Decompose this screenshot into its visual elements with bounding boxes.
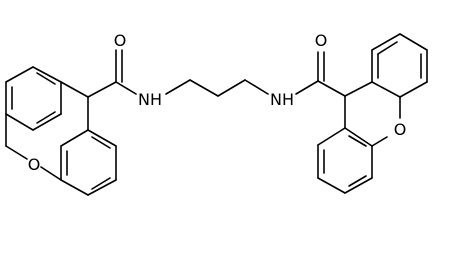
right-lower-benzene-ring (317, 127, 373, 194)
right-amide (295, 51, 346, 97)
amide-oxygen-left-label: O (114, 31, 127, 50)
left-c9-to-carbonyl-bond (87, 81, 117, 98)
ether-oxygen-right-label: O (394, 120, 407, 139)
right-xanthene (317, 33, 428, 194)
ether-oxygen-left-label: O (28, 155, 41, 174)
left-pyran-ring (5, 81, 89, 181)
right-pyran-ring (344, 81, 401, 147)
right-upper-benzene-ring (371, 33, 428, 98)
left-lower-benzene-ring (60, 129, 117, 196)
nh-right-label: NH (270, 90, 294, 109)
propyl-linker (165, 79, 269, 97)
amide-oxygen-right-label: O (315, 31, 328, 50)
left-amide (115, 49, 137, 95)
left-upper-benzene-ring (5, 66, 62, 131)
nh-left-label: NH (138, 90, 162, 109)
left-xanthene (5, 66, 117, 196)
